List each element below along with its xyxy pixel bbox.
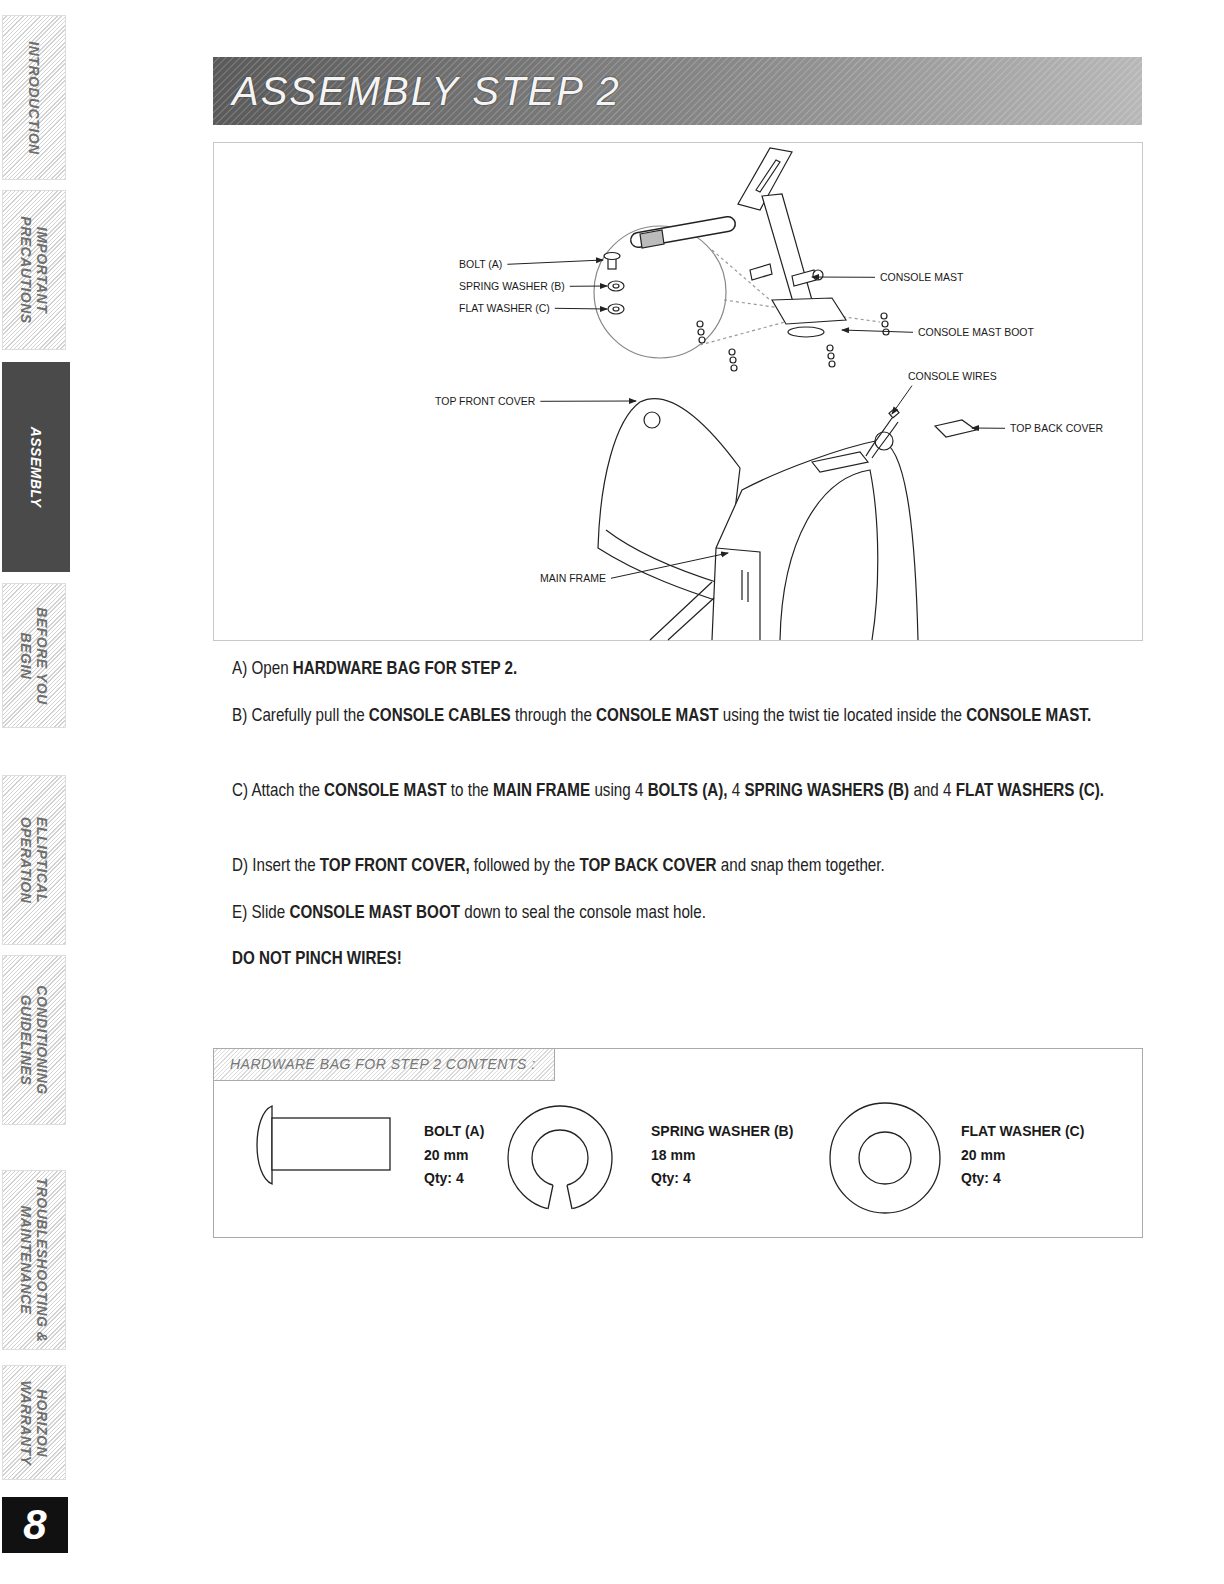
tab-label: BEFORE YOU BEGIN	[18, 589, 50, 722]
section-tab: INTRODUCTION	[2, 15, 66, 180]
tab-label: TROUBLESHOOTING & MAINTENANCE	[18, 1176, 50, 1344]
leader-line	[842, 330, 913, 332]
callout-label: CONSOLE WIRES	[908, 370, 997, 383]
bold-term: DO NOT PINCH WIRES!	[232, 947, 402, 968]
title-banner	[213, 57, 1142, 125]
leader-line	[611, 553, 728, 578]
section-tab: BEFORE YOU BEGIN	[2, 583, 66, 728]
machine-drawing	[594, 148, 976, 640]
bold-term: CONSOLE MAST	[324, 779, 446, 800]
tab-label: ASSEMBLY	[28, 368, 44, 566]
instruction-step: DO NOT PINCH WIRES!	[232, 943, 1104, 973]
leader-line	[540, 401, 636, 402]
hardware-spec: 18 mm	[651, 1147, 695, 1164]
tab-label: IMPORTANT PRECAUTIONS	[18, 196, 50, 344]
instruction-text: 4	[732, 779, 740, 800]
leader-line	[507, 260, 603, 264]
instruction-step: E) Slide CONSOLE MAST BOOT down to seal …	[232, 897, 1104, 927]
instruction-text: to the	[451, 779, 489, 800]
figure-frame	[214, 143, 1143, 641]
instruction-text: D) Insert the	[232, 854, 316, 875]
bold-term: MAIN FRAME	[493, 779, 590, 800]
section-tab: CONDITIONING GUIDELINES	[2, 955, 66, 1125]
section-tab: HORIZON WARRANTY	[2, 1365, 66, 1480]
instruction-text: down to seal the console mast hole.	[464, 901, 706, 922]
active-section-tab: ASSEMBLY	[2, 362, 70, 572]
instruction-step: C) Attach the CONSOLE MAST to the MAIN F…	[232, 775, 1104, 805]
hardware-spec: Qty: 4	[424, 1170, 464, 1187]
instruction-text: and snap them together.	[721, 854, 885, 875]
callout-label: CONSOLE MAST BOOT	[918, 326, 1034, 339]
leader-line	[812, 277, 875, 278]
banner-hatch	[213, 57, 1142, 125]
instruction-text: using 4	[594, 779, 643, 800]
callout-label: CONSOLE MAST	[880, 271, 963, 284]
hardware-spec: 20 mm	[961, 1147, 1005, 1164]
bold-term: HARDWARE BAG FOR STEP 2.	[293, 657, 517, 678]
tab-label: CONDITIONING GUIDELINES	[18, 961, 50, 1119]
bold-term: BOLTS (A),	[648, 779, 728, 800]
hardware-spec: BOLT (A)	[424, 1123, 484, 1140]
hardware-spec: SPRING WASHER (B)	[651, 1123, 793, 1140]
bold-term: CONSOLE CABLES	[369, 704, 511, 725]
instruction-text: E) Slide	[232, 901, 285, 922]
bold-term: TOP BACK COVER	[579, 854, 716, 875]
hardware-box: HARDWARE BAG FOR STEP 2 CONTENTS :	[213, 1048, 1143, 1238]
hardware-spec: Qty: 4	[961, 1170, 1001, 1187]
leader-line	[570, 286, 607, 287]
instruction-step: B) Carefully pull the CONSOLE CABLES thr…	[232, 700, 1104, 730]
leader-line	[892, 386, 912, 414]
bold-term: SPRING WASHERS (B)	[744, 779, 909, 800]
page-number-box: 8	[2, 1497, 68, 1553]
instruction-step: A) Open HARDWARE BAG FOR STEP 2.	[232, 653, 1104, 683]
bold-term: CONSOLE MAST BOOT	[289, 901, 460, 922]
section-tab: IMPORTANT PRECAUTIONS	[2, 190, 66, 350]
hardware-spec: Qty: 4	[651, 1170, 691, 1187]
bold-term: TOP FRONT COVER,	[320, 854, 470, 875]
callout-label: FLAT WASHER (C)	[459, 302, 550, 315]
bold-term: FLAT WASHERS (C).	[956, 779, 1104, 800]
hardware-drawings	[257, 1103, 940, 1213]
section-tab: ELLIPTICAL OPERATION	[2, 775, 66, 945]
bold-term: CONSOLE MAST	[596, 704, 718, 725]
tab-label: INTRODUCTION	[26, 21, 42, 174]
leader-line	[555, 308, 607, 310]
leader-line	[972, 428, 1005, 429]
instruction-text: and 4	[913, 779, 951, 800]
callout-label: MAIN FRAME	[540, 572, 606, 585]
instruction-text: using the twist tie located inside the	[723, 704, 962, 725]
instruction-text: C) Attach the	[232, 779, 320, 800]
box-heading: HARDWARE BAG FOR STEP 2 CONTENTS :	[230, 1056, 536, 1073]
instruction-text: A) Open	[232, 657, 289, 678]
hardware-spec: FLAT WASHER (C)	[961, 1123, 1084, 1140]
callout-label: SPRING WASHER (B)	[459, 280, 565, 293]
page-number: 8	[2, 1497, 68, 1553]
instruction-step: D) Insert the TOP FRONT COVER, followed …	[232, 850, 1104, 880]
instruction-text: B) Carefully pull the	[232, 704, 365, 725]
instruction-text: followed by the	[474, 854, 575, 875]
page-title: ASSEMBLY STEP 2	[232, 66, 621, 116]
instruction-text: through the	[515, 704, 592, 725]
callout-label: TOP FRONT COVER	[435, 395, 535, 408]
callout-label: TOP BACK COVER	[1010, 422, 1103, 435]
bold-term: CONSOLE MAST.	[966, 704, 1091, 725]
callout-label: BOLT (A)	[459, 258, 502, 271]
tab-label: HORIZON WARRANTY	[18, 1371, 50, 1474]
tab-label: ELLIPTICAL OPERATION	[18, 781, 50, 939]
section-tab: TROUBLESHOOTING & MAINTENANCE	[2, 1170, 66, 1350]
hardware-spec: 20 mm	[424, 1147, 468, 1164]
